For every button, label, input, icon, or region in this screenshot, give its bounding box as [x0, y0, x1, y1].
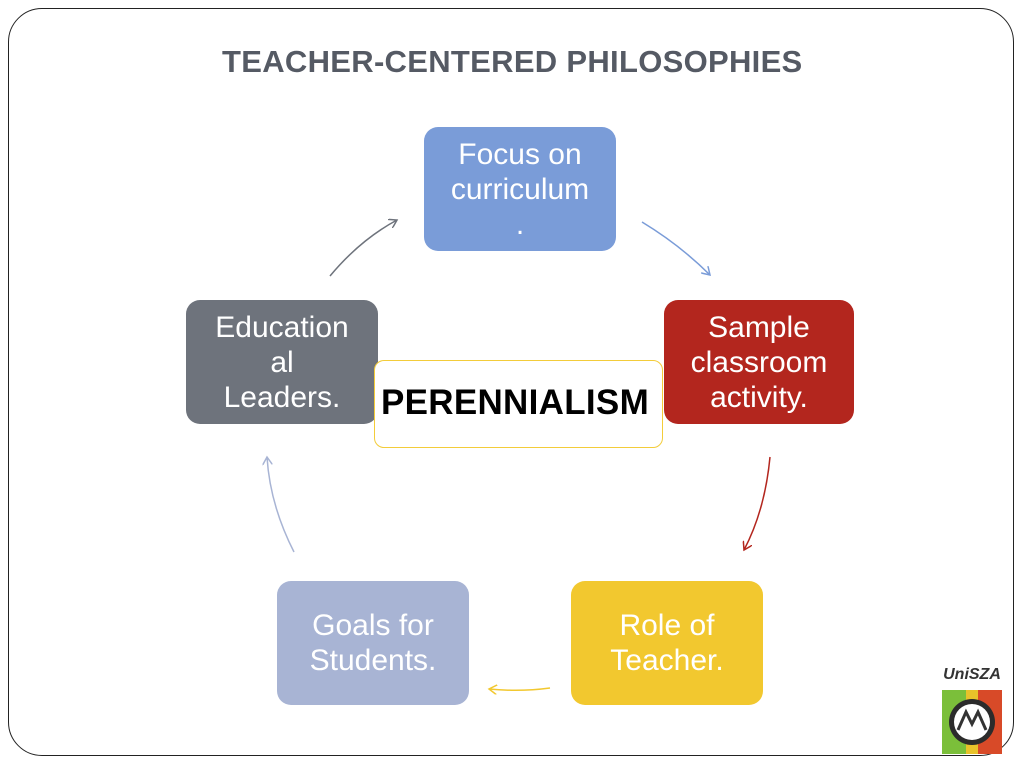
node-leaders-label: Education al Leaders.	[215, 310, 349, 414]
node-educational-leaders: Education al Leaders.	[186, 300, 378, 424]
node-role-label: Role of Teacher.	[610, 609, 724, 677]
arrow-goals-to-leaders	[267, 457, 295, 553]
center-box	[374, 360, 663, 448]
node-focus-on-curriculum: Focus on curriculum .	[424, 127, 616, 251]
arrow-role-to-goals	[489, 688, 551, 690]
arrow-leaders-to-focus	[329, 220, 397, 277]
arrow-focus-to-sample	[641, 221, 710, 275]
node-sample-classroom-activity: Sample classroom activity.	[664, 300, 854, 424]
logo-text: UniSZA	[943, 666, 1001, 683]
slide-title: TEACHER-CENTERED PHILOSOPHIES	[222, 44, 803, 79]
logo-emblem	[942, 690, 1002, 754]
node-focus-label: Focus on curriculum .	[450, 138, 590, 241]
node-goals-label: Goals for Students.	[309, 609, 437, 677]
node-goals-for-students: Goals for Students.	[277, 581, 469, 705]
arrow-sample-to-role	[744, 456, 771, 550]
unisza-logo: UniSZA	[936, 666, 1008, 762]
slide-frame	[8, 8, 1014, 756]
node-sample-label: Sample classroom activity.	[690, 310, 828, 414]
node-role-of-teacher: Role of Teacher.	[571, 581, 763, 705]
center-label: PERENNIALISM	[380, 383, 650, 422]
